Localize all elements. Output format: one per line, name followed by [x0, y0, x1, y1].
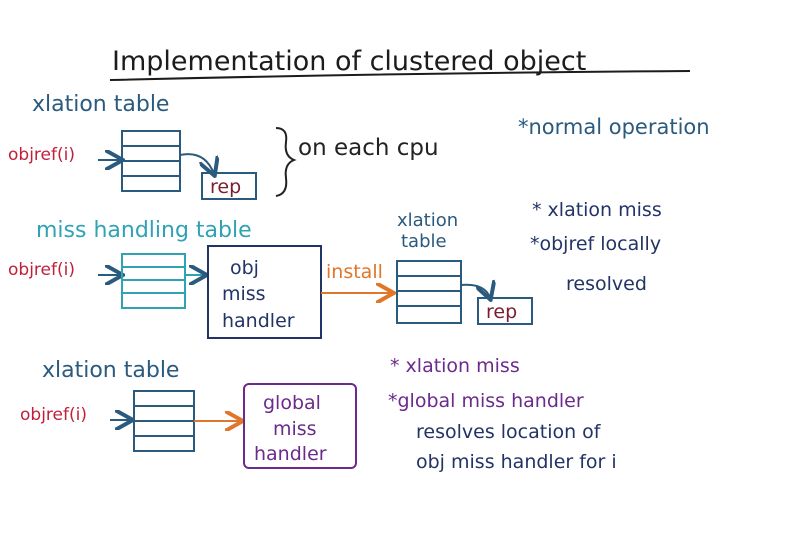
s2-note-1: * xlation miss [532, 199, 662, 221]
s1-rep-label: rep [210, 176, 241, 198]
s2-handler-line-2: miss [222, 283, 266, 305]
s3-note-3: resolves location of [416, 421, 602, 443]
s1-objref-label: objref(i) [8, 145, 75, 165]
s3-global-miss-handler-box [243, 383, 357, 469]
s2-xlation-label-2: table [401, 231, 447, 252]
s2-note-2: *objref locally [530, 233, 661, 255]
s2-objref-label: objref(i) [8, 260, 75, 280]
s1-scope-label: on each cpu [298, 135, 439, 161]
s3-note-4: obj miss handler for i [416, 451, 617, 473]
s3-note-1: * xlation miss [390, 355, 520, 377]
s3-handler-line-3: handler [254, 443, 327, 465]
s2-xlation-table [396, 260, 462, 324]
title-underline [109, 70, 691, 81]
s3-objref-label: objref(i) [20, 405, 87, 425]
s2-note-3: resolved [566, 273, 647, 295]
s2-install-label: install [326, 261, 383, 283]
s2-rep-label: rep [486, 301, 517, 323]
s3-note-2: *global miss handler [388, 390, 584, 412]
s1-rep-arrow [179, 153, 214, 174]
s2-rep-box [477, 297, 533, 325]
s1-table-label: xlation table [32, 92, 169, 117]
s2-rep-arrow [460, 285, 490, 298]
s2-handler-line-1: obj [230, 257, 259, 279]
s3-handler-line-2: miss [273, 418, 317, 440]
s1-xlation-table [121, 130, 181, 192]
s3-table-label: xlation table [42, 358, 179, 383]
s2-handler-line-3: handler [222, 310, 295, 332]
s3-xlation-table [133, 390, 195, 452]
s1-note: *normal operation [518, 115, 710, 139]
s3-handler-line-1: global [263, 392, 321, 414]
s2-table-label: miss handling table [36, 218, 252, 243]
s2-miss-handling-table [121, 253, 186, 309]
s1-rep-box [201, 172, 257, 200]
s1-brace [275, 127, 297, 197]
s2-xlation-label-1: xlation [397, 210, 458, 231]
